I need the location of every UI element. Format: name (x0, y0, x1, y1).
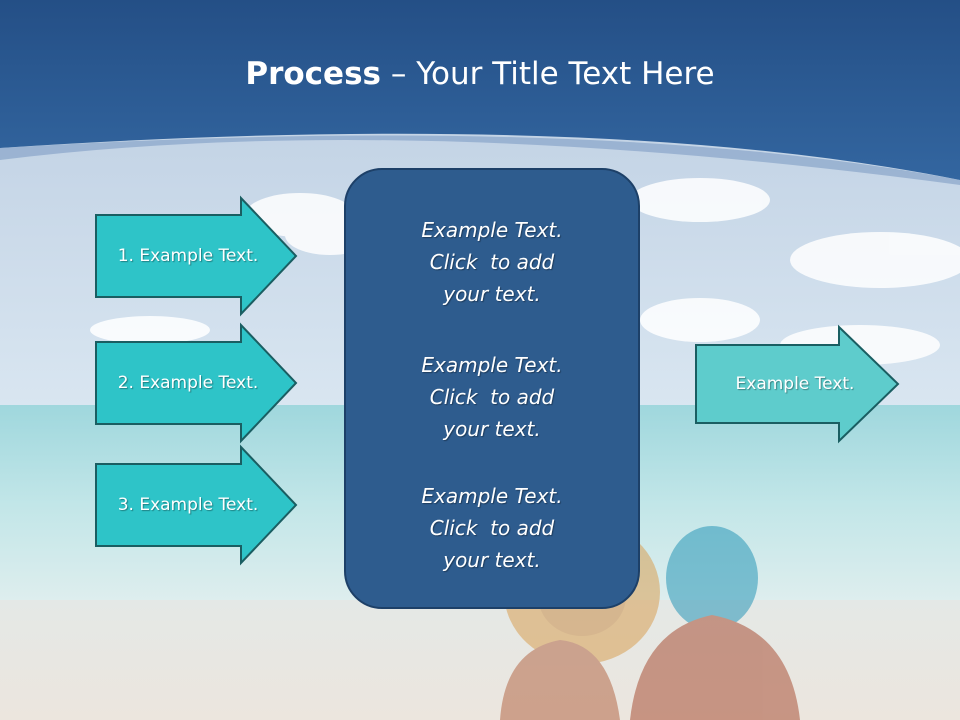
paragraph-2-line-1: Example Text. (421, 353, 563, 377)
paragraph-1-line-2: Click to add (429, 250, 555, 274)
paragraph-3-line-1: Example Text. (421, 484, 563, 508)
arrow-label-2: 2. Example Text. (117, 373, 259, 393)
paragraph-3-line-2: Click to add (429, 516, 555, 540)
paragraph-1-line-3: your text. (443, 282, 541, 306)
right-arrow[interactable]: Example Text. (695, 324, 900, 444)
left-arrow-2[interactable]: 2. Example Text. (95, 322, 298, 444)
left-arrow-1[interactable]: 1. Example Text. (95, 195, 298, 317)
paragraph-3-line-3: your text. (443, 548, 541, 572)
arrow-label-3: 3. Example Text. (117, 495, 259, 515)
center-paragraph-3: Example Text. Click to add your text. (346, 480, 638, 576)
arrow-label-1: 1. Example Text. (117, 246, 259, 266)
title-rest: – Your Title Text Here (381, 56, 715, 92)
title-strong: Process (245, 56, 381, 92)
left-arrow-3[interactable]: 3. Example Text. (95, 444, 298, 566)
paragraph-2-line-2: Click to add (429, 385, 555, 409)
right-arrow-label: Example Text. (735, 374, 855, 394)
center-paragraph-2: Example Text. Click to add your text. (346, 349, 638, 445)
paragraph-2-line-3: your text. (443, 417, 541, 441)
center-text-box[interactable]: Example Text. Click to add your text. Ex… (344, 168, 640, 609)
paragraph-1-line-1: Example Text. (421, 218, 563, 242)
center-paragraph-1: Example Text. Click to add your text. (346, 214, 638, 310)
slide-title[interactable]: Process – Your Title Text Here (0, 52, 960, 96)
